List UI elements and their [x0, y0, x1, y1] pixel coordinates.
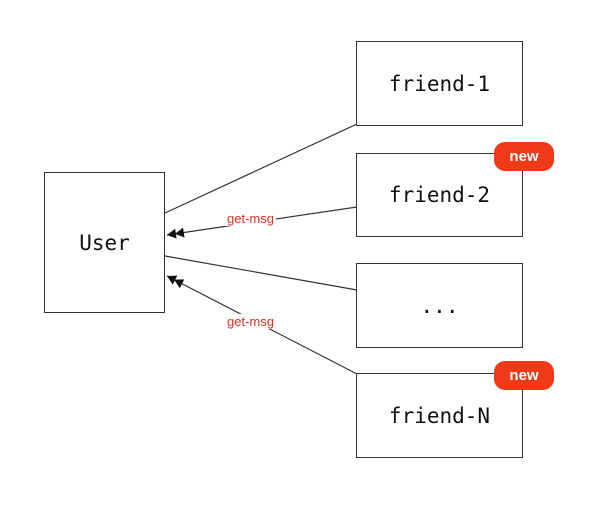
new-badge-friend-n: new — [494, 361, 554, 390]
ellipsis-node: ... — [356, 263, 523, 348]
edge-user-ellipsis — [164, 255, 358, 291]
new-badge-friend-2: new — [494, 142, 554, 171]
get-msg-label-top: get-msg — [225, 211, 276, 226]
friend-1-node: friend-1 — [356, 41, 523, 126]
get-msg-label-bottom: get-msg — [225, 314, 276, 329]
user-node: User — [44, 172, 165, 313]
friend-n-node: friend-N — [356, 373, 523, 458]
edge-user-friend-1 — [164, 123, 358, 214]
friend-2-node: friend-2 — [356, 153, 523, 237]
